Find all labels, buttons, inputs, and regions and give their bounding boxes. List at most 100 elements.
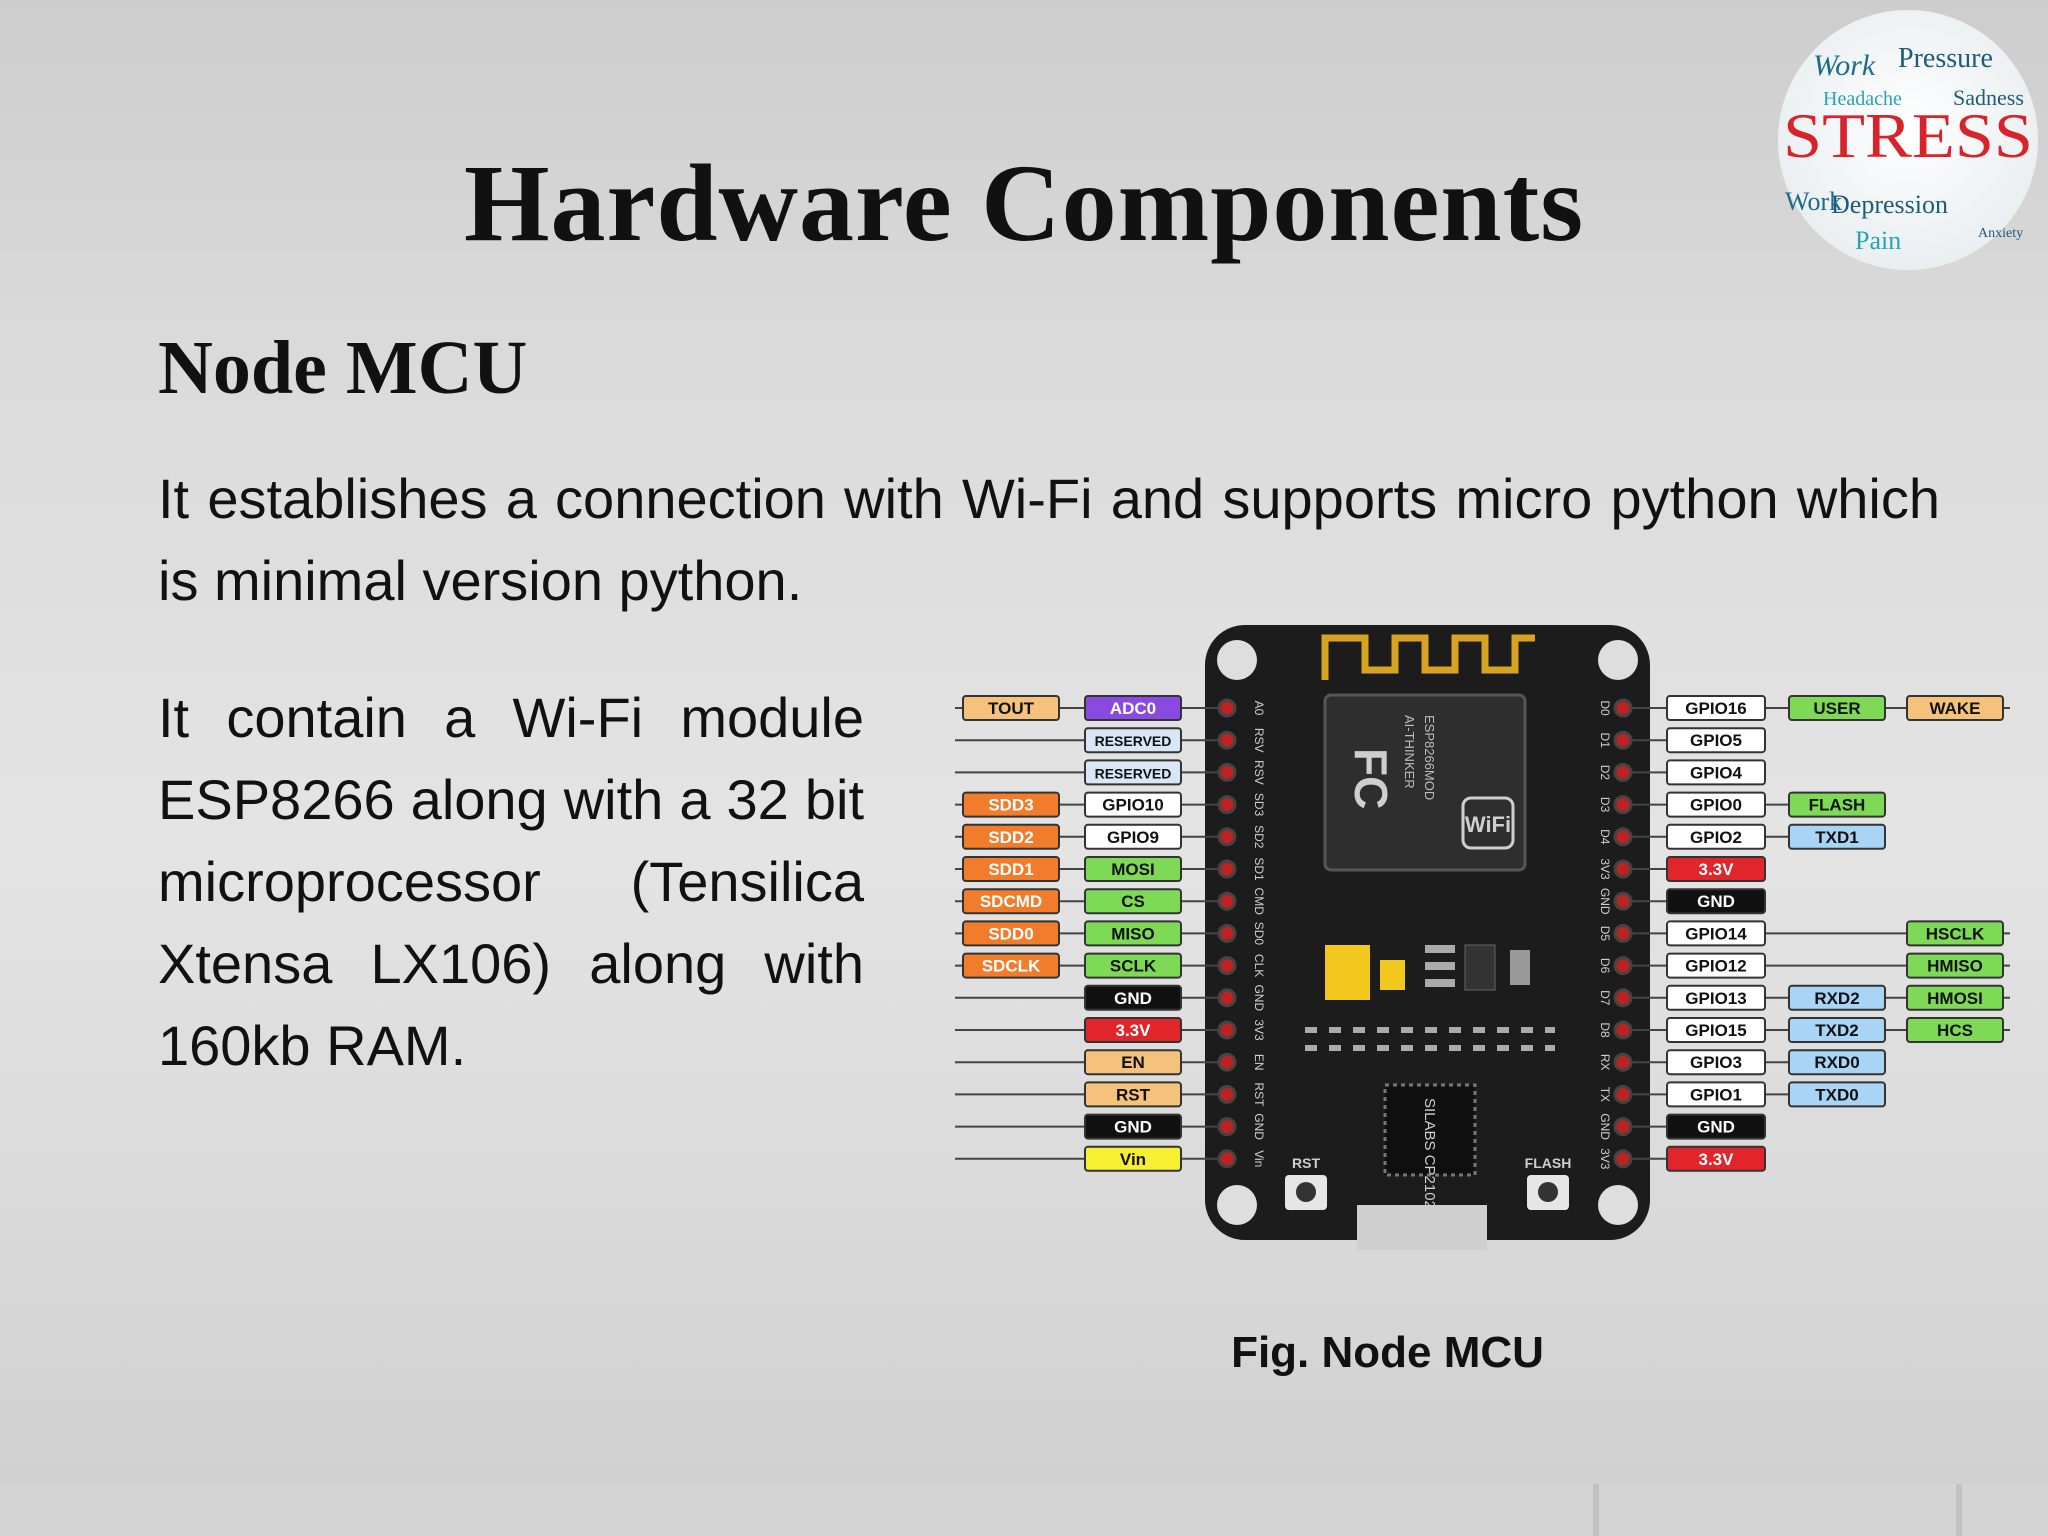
- pin-function-label: SCLK: [1110, 957, 1157, 976]
- pin-function-label-box: [1084, 1081, 1182, 1108]
- pin-gpio-label: GND: [1697, 1118, 1735, 1137]
- header-pin: [1613, 1052, 1633, 1072]
- pin-function-label: RESERVED: [1095, 733, 1172, 749]
- logo-main-word: STRESS: [1783, 100, 2033, 171]
- pin-function-label-box: [1084, 727, 1182, 754]
- pin-name: 3V3: [1252, 1019, 1266, 1041]
- pin-gpio-label-box: [1666, 920, 1766, 947]
- pin-function-label-box: [1084, 984, 1182, 1011]
- pin-alt-label-box: [1906, 695, 2004, 721]
- pin-name: D0: [1598, 700, 1612, 716]
- pin-gpio-label-box: [1666, 791, 1766, 818]
- pin-function-label: Vin: [1120, 1150, 1146, 1169]
- pin-name: 3V3: [1598, 858, 1612, 880]
- pin-function-label: GPIO9: [1107, 828, 1159, 847]
- header-pin: [1217, 827, 1237, 847]
- board-label-chip: SILABS CP2102: [1421, 1098, 1438, 1209]
- pin-name: RSV: [1252, 728, 1266, 753]
- header-pin: [1217, 891, 1237, 911]
- pin-function-label: RST: [1116, 1085, 1151, 1104]
- pin-gpio-label: 3.3V: [1699, 860, 1735, 879]
- pin-name: D6: [1598, 958, 1612, 974]
- pin-gpio-label-box: [1666, 695, 1766, 721]
- board-label-vendor: AI-THINKER: [1402, 715, 1417, 789]
- pin-function-label: MISO: [1111, 924, 1154, 943]
- logo-word: Pain: [1855, 226, 1901, 255]
- pin-function-label-box: [1084, 856, 1182, 882]
- pin-gpio-label: GPIO1: [1690, 1085, 1742, 1104]
- nodemcu-pinout-diagram: FC ESP8266MOD AI-THINKER WiFi SILABS CP2…: [955, 625, 2010, 1250]
- pin-name: SD1: [1252, 857, 1266, 881]
- pin-function-label: GND: [1114, 1118, 1152, 1137]
- pin-gpio-label: GPIO15: [1685, 1021, 1746, 1040]
- header-pin: [1613, 923, 1633, 943]
- logo-word: Sadness: [1953, 85, 2024, 110]
- pin-alt-label: SDCMD: [980, 892, 1042, 911]
- pin-name: SD0: [1252, 922, 1266, 946]
- header-pin: [1613, 730, 1633, 750]
- header-pin: [1613, 698, 1633, 718]
- pin-alt-label-box: [962, 791, 1060, 818]
- pin-alt-label: SDD0: [988, 924, 1033, 943]
- pin-name: RST: [1252, 1082, 1266, 1107]
- pin-gpio-label-box: [1666, 727, 1766, 754]
- pin-alt-label-box: [1906, 984, 2004, 1011]
- pin-name: GND: [1252, 984, 1266, 1011]
- logo-word: Work: [1785, 187, 1842, 216]
- pin-name: A0: [1252, 701, 1266, 716]
- logo-word: Anxiety: [1978, 226, 2023, 241]
- pin-alt-label: SDD1: [988, 860, 1033, 879]
- pin-gpio-label: GPIO2: [1690, 828, 1742, 847]
- pin-function-label-box: [1084, 1113, 1182, 1140]
- logo-word: Work: [1813, 49, 1876, 82]
- pin-name: D5: [1598, 926, 1612, 942]
- pin-function-label-box: [1084, 1145, 1182, 1172]
- pin-alt-label: HMOSI: [1927, 989, 1983, 1008]
- header-pin: [1217, 956, 1237, 976]
- header-pin: [1613, 1117, 1633, 1137]
- header-pin: [1217, 859, 1237, 879]
- pin-function-label: FLASH: [1809, 796, 1866, 815]
- pin-function-label: USER: [1813, 699, 1860, 718]
- pin-alt-label-box: [962, 856, 1060, 882]
- pin-function-label-box: [1084, 888, 1182, 915]
- bottom-bar-divider: [1593, 1484, 1599, 1536]
- pin-function-label: ADC0: [1110, 699, 1156, 718]
- pin-gpio-label-box: [1666, 1145, 1766, 1172]
- board-label-module: ESP8266MOD: [1422, 715, 1437, 800]
- pin-function-label-box: [1788, 823, 1886, 850]
- pin-name: GND: [1252, 1113, 1266, 1140]
- pin-function-label: CS: [1121, 892, 1145, 911]
- pin-alt-label-box: [962, 888, 1060, 915]
- pin-name: D2: [1598, 765, 1612, 781]
- pin-gpio-label-box: [1666, 1113, 1766, 1140]
- pin-function-label-box: [1788, 1081, 1886, 1108]
- header-pin: [1217, 988, 1237, 1008]
- pin-gpio-label-box: [1666, 1081, 1766, 1108]
- logo-word: Headache: [1823, 88, 1902, 110]
- header-pin: [1613, 891, 1633, 911]
- header-pin: [1613, 956, 1633, 976]
- pin-function-label-box: [1084, 823, 1182, 850]
- pin-function-label-box: [1084, 1049, 1182, 1076]
- pin-name: 3V3: [1598, 1148, 1612, 1170]
- pin-name: TX: [1598, 1087, 1612, 1102]
- pin-alt-label: TOUT: [988, 699, 1035, 718]
- bottom-bar-divider: [1956, 1484, 1962, 1536]
- pin-alt-label-box: [1906, 920, 2004, 947]
- pin-function-label-box: [1084, 759, 1182, 786]
- pin-name: GND: [1598, 1113, 1612, 1140]
- pin-gpio-label: GPIO13: [1685, 989, 1746, 1008]
- header-pin: [1613, 827, 1633, 847]
- pin-name: RSV: [1252, 760, 1266, 785]
- pin-function-label-box: [1084, 695, 1182, 721]
- header-pin: [1217, 1084, 1237, 1104]
- pin-gpio-label-box: [1666, 984, 1766, 1011]
- pin-function-label-box: [1084, 1017, 1182, 1043]
- logo-word: Pressure: [1898, 43, 1993, 74]
- pin-gpio-label-box: [1666, 823, 1766, 850]
- logo-word: Depression: [1831, 190, 1948, 219]
- pin-gpio-label-box: [1666, 952, 1766, 979]
- pin-gpio-label: GPIO4: [1690, 763, 1743, 782]
- pin-name: D4: [1598, 829, 1612, 845]
